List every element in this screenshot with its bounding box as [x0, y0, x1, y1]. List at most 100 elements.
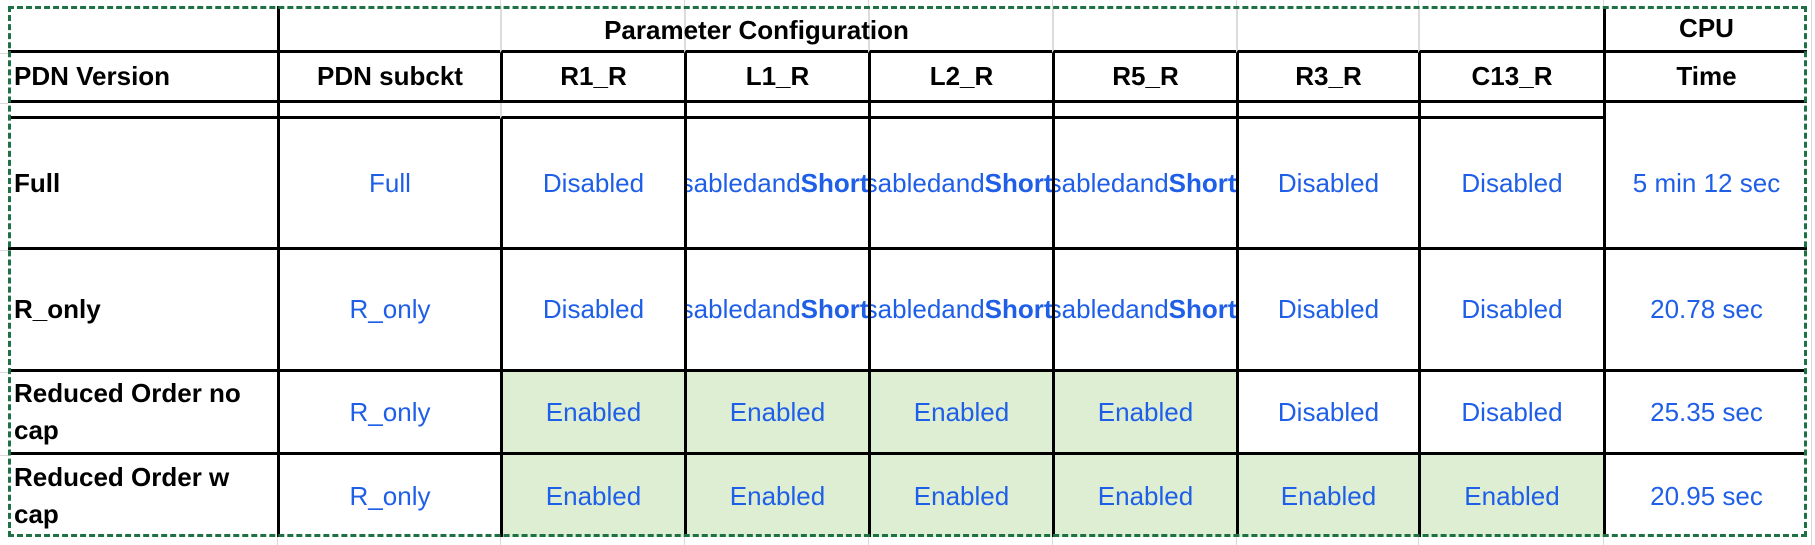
gridline-stub [1052, 0, 1053, 6]
cell-title-pdn-version[interactable] [8, 6, 277, 53]
cell-full-pdn-version[interactable]: Full [8, 119, 277, 250]
gridline-stub [500, 0, 501, 6]
header-pdn-version[interactable]: PDN Version [8, 53, 277, 103]
gridline-stub [1418, 537, 1419, 545]
cell-reduced-order-no-cap-c13-r[interactable]: Disabled [1418, 372, 1603, 455]
cell-reduced-order-w-cap-c13-r[interactable]: Enabled [1418, 455, 1603, 537]
cell-reduced-order-no-cap-r3-r[interactable]: Disabled [1236, 372, 1418, 455]
cell-line: Disabled [687, 294, 758, 325]
cell-title-r5-r[interactable] [1052, 6, 1236, 53]
gridline-stub [0, 250, 8, 251]
spacer-r1-r[interactable] [500, 103, 684, 119]
header-l1-r[interactable]: L1_R [684, 53, 868, 103]
gridline-stub [868, 0, 869, 6]
cell-reduced-order-w-cap-l1-r[interactable]: Enabled [684, 455, 868, 537]
cell-r-only-c13-r[interactable]: Disabled [1418, 250, 1603, 372]
cell-title-c13-r[interactable] [1418, 6, 1603, 53]
header-pdn-subckt[interactable]: PDN subckt [277, 53, 500, 103]
cell-reduced-order-w-cap-pdn-subckt[interactable]: R_only [277, 455, 500, 537]
gridline-stub [1603, 0, 1604, 6]
cell-reduced-order-w-cap-pdn-version[interactable]: Reduced Order w cap [8, 455, 277, 537]
cell-reduced-order-no-cap-r1-r[interactable]: Enabled [500, 372, 684, 455]
cell-line: Disabled [871, 167, 942, 198]
cell-line: Disabled [687, 167, 758, 198]
cell-reduced-order-no-cap-pdn-subckt[interactable]: R_only [277, 372, 500, 455]
spacer-l1-r[interactable] [684, 103, 868, 119]
gridline-stub [0, 455, 8, 456]
cell-title-r1-r[interactable] [500, 6, 684, 53]
gridline-stub [684, 0, 685, 6]
cell-reduced-order-w-cap-cpu-time[interactable]: 20.95 sec [1603, 455, 1807, 537]
cell-reduced-order-w-cap-r1-r[interactable]: Enabled [500, 455, 684, 537]
cell-reduced-order-no-cap-l2-r[interactable]: Enabled [868, 372, 1052, 455]
header-cpu-time[interactable]: Time [1603, 53, 1807, 103]
gridline-stub [1052, 537, 1053, 545]
cell-r-only-l1-r[interactable]: DisabledandShorted [684, 250, 868, 372]
cell-full-r1-r[interactable]: Disabled [500, 119, 684, 250]
spacer-r3-r[interactable] [1236, 103, 1418, 119]
gridline-stub [868, 537, 869, 545]
cell-full-pdn-subckt[interactable]: Full [277, 119, 500, 250]
cell-reduced-order-no-cap-l1-r[interactable]: Enabled [684, 372, 868, 455]
gridline-stub [1236, 537, 1237, 545]
cell-reduced-order-w-cap-l2-r[interactable]: Enabled [868, 455, 1052, 537]
cell-line: and [1125, 167, 1169, 198]
cell-r-only-pdn-subckt[interactable]: R_only [277, 250, 500, 372]
header-c13-r[interactable]: C13_R [1418, 53, 1603, 103]
header-r5-r[interactable]: R5_R [1052, 53, 1236, 103]
spacer-c13-r[interactable] [1418, 103, 1603, 119]
cell-title-r3-r[interactable] [1236, 6, 1418, 53]
cell-line: and [941, 294, 985, 325]
gridline-stub [277, 537, 278, 545]
gridline-stub [1418, 0, 1419, 6]
header-r3-r[interactable]: R3_R [1236, 53, 1418, 103]
cell-full-cpu-time[interactable]: 5 min 12 sec [1603, 119, 1807, 250]
cell-reduced-order-no-cap-cpu-time[interactable]: 25.35 sec [1603, 372, 1807, 455]
cell-line: Shorted [984, 167, 1052, 198]
cell-title-l1-r[interactable] [684, 6, 868, 53]
cell-line: Shorted [1168, 167, 1236, 198]
cell-full-r5-r[interactable]: DisabledandShorted [1052, 119, 1236, 250]
header-r1-r[interactable]: R1_R [500, 53, 684, 103]
cell-full-r3-r[interactable]: Disabled [1236, 119, 1418, 250]
spacer-l2-r[interactable] [868, 103, 1052, 119]
cell-full-l1-r[interactable]: DisabledandShorted [684, 119, 868, 250]
gridline-stub [1811, 0, 1812, 545]
cell-r-only-cpu-time[interactable]: 20.78 sec [1603, 250, 1807, 372]
gridline-stub [0, 53, 8, 54]
spacer-cpu-time[interactable] [1603, 103, 1807, 119]
spacer-pdn-version[interactable] [8, 103, 277, 119]
header-l2-r[interactable]: L2_R [868, 53, 1052, 103]
cell-r-only-r3-r[interactable]: Disabled [1236, 250, 1418, 372]
cell-r-only-r5-r[interactable]: DisabledandShorted [1052, 250, 1236, 372]
cell-r-only-pdn-version[interactable]: R_only [8, 250, 277, 372]
cell-full-l2-r[interactable]: DisabledandShorted [868, 119, 1052, 250]
gridline-stub [684, 537, 685, 545]
cell-title-l2-r[interactable] [868, 6, 1052, 53]
cell-r-only-l2-r[interactable]: DisabledandShorted [868, 250, 1052, 372]
cell-line: Shorted [800, 167, 868, 198]
cell-reduced-order-w-cap-r5-r[interactable]: Enabled [1052, 455, 1236, 537]
cell-line: Disabled [871, 294, 942, 325]
gridline-stub [0, 372, 8, 373]
spacer-r5-r[interactable] [1052, 103, 1236, 119]
cell-line: and [757, 294, 801, 325]
cell-title-pdn-subckt[interactable] [277, 6, 500, 53]
gridline-stub [0, 103, 8, 104]
gridline-stub [1603, 537, 1604, 545]
cell-r-only-r1-r[interactable]: Disabled [500, 250, 684, 372]
cell-line: and [941, 167, 985, 198]
gridline-stub [500, 537, 501, 545]
cell-line: and [757, 167, 801, 198]
cell-line: Disabled [1055, 167, 1126, 198]
cell-line: Shorted [800, 294, 868, 325]
cell-title-cpu[interactable]: CPU [1603, 6, 1807, 53]
cell-reduced-order-w-cap-r3-r[interactable]: Enabled [1236, 455, 1418, 537]
cell-line: Disabled [1055, 294, 1126, 325]
cell-full-c13-r[interactable]: Disabled [1418, 119, 1603, 250]
cell-reduced-order-no-cap-r5-r[interactable]: Enabled [1052, 372, 1236, 455]
cell-reduced-order-no-cap-pdn-version[interactable]: Reduced Order no cap [8, 372, 277, 455]
spacer-pdn-subckt[interactable] [277, 103, 500, 119]
